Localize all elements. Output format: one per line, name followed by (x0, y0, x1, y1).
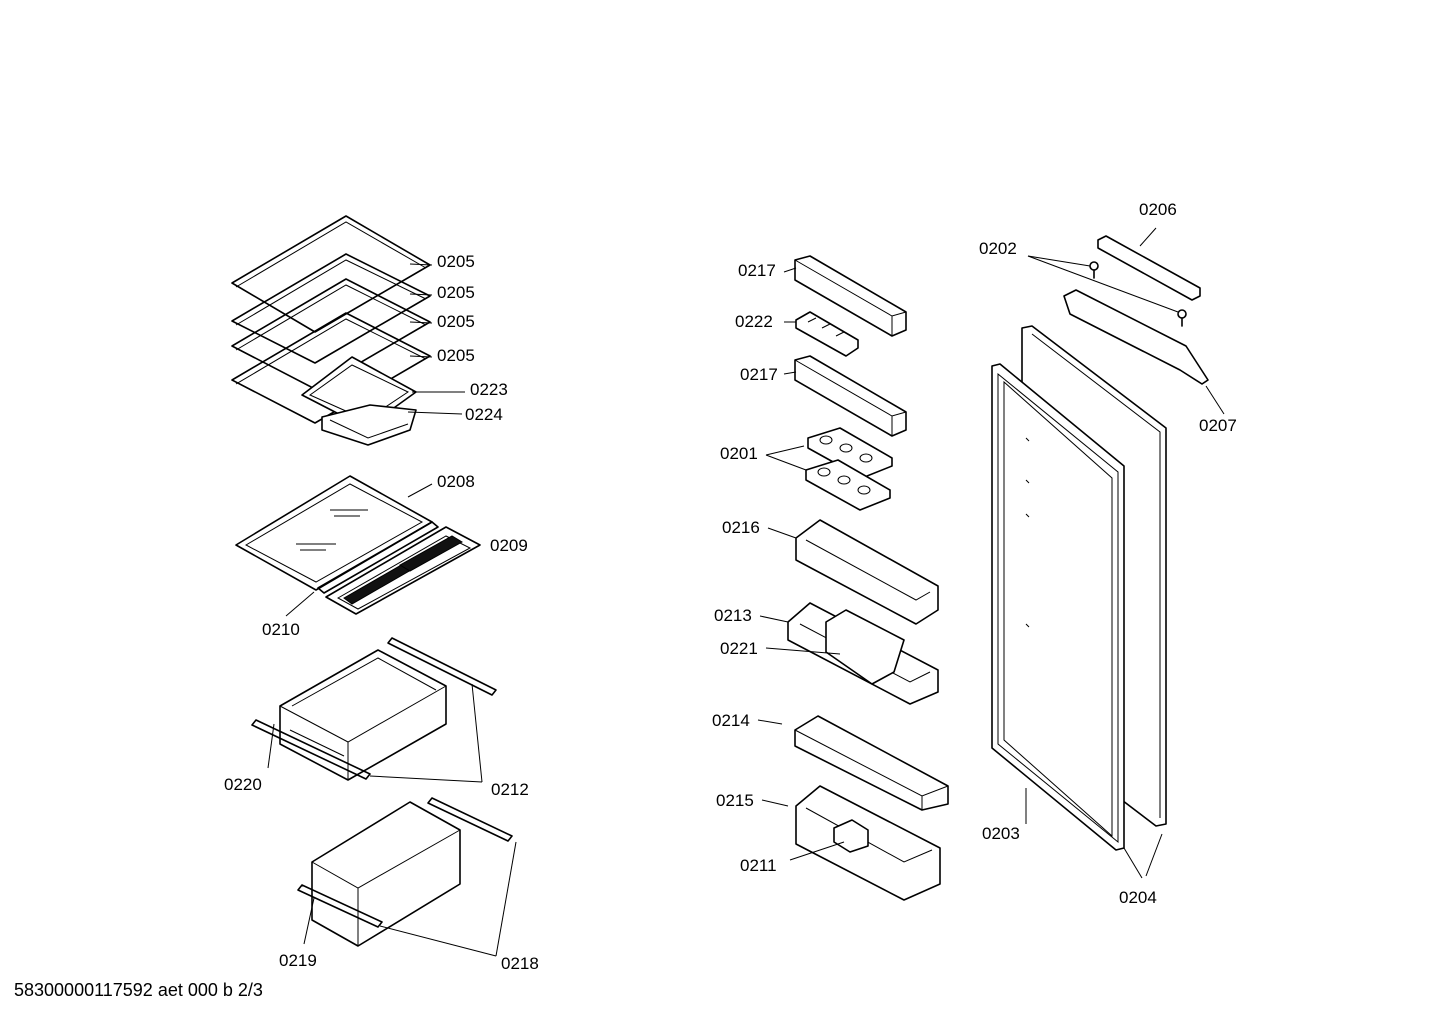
leader-lines (267, 227, 1225, 957)
part-label: 0215 (716, 791, 754, 810)
part-label: 0220 (224, 775, 262, 794)
part-label: 0205 (437, 283, 475, 302)
part-label: 0208 (437, 472, 475, 491)
part-label: 0202 (979, 239, 1017, 258)
part-label: 0209 (490, 536, 528, 555)
part-label: 0216 (722, 518, 760, 537)
hinge-marks (1025, 437, 1030, 628)
part-label: 0205 (437, 312, 475, 331)
small-tray-0224 (321, 404, 417, 446)
screws-0202 (1089, 261, 1187, 327)
part-label: 0224 (465, 405, 503, 424)
drawer-0212 (279, 649, 447, 781)
door-cover-0206 (1097, 235, 1201, 301)
part-labels: 0205 0205 0205 0205 0223 0224 0208 0209 … (224, 200, 1237, 973)
part-label: 0207 (1199, 416, 1237, 435)
bin-0216 (795, 519, 939, 625)
document-code: 58300000117592 aet 000 b 2/3 (14, 980, 263, 1000)
egg-trays-0201 (805, 427, 893, 511)
part-label: 0203 (982, 824, 1020, 843)
part-label: 0213 (714, 606, 752, 625)
part-label: 0217 (740, 365, 778, 384)
egg-holder-0222 (795, 311, 859, 357)
bin-0217-bottom (794, 355, 907, 437)
part-label: 0201 (720, 444, 758, 463)
part-label: 0211 (740, 856, 777, 875)
divider-0211 (833, 819, 869, 853)
part-label: 0205 (437, 252, 475, 271)
part-label: 0221 (720, 639, 758, 658)
bin-0214 (794, 715, 949, 811)
part-label: 0218 (501, 954, 539, 973)
wire-shelves (231, 215, 431, 424)
part-label: 0210 (262, 620, 300, 639)
vent-grille-0209 (325, 526, 481, 615)
part-label: 0219 (279, 951, 317, 970)
part-label: 0217 (738, 261, 776, 280)
drawer-rails-lower (297, 797, 513, 928)
front-strip-0210 (317, 521, 439, 594)
part-label: 0214 (712, 711, 750, 730)
bottle-holder-0221 (825, 609, 905, 685)
part-label: 0204 (1119, 888, 1157, 907)
part-label: 0222 (735, 312, 773, 331)
bin-0217-top (794, 255, 907, 337)
door-bracket-0207 (1063, 289, 1209, 385)
part-label: 0205 (437, 346, 475, 365)
part-label: 0212 (491, 780, 529, 799)
part-label: 0223 (470, 380, 508, 399)
part-label: 0206 (1139, 200, 1177, 219)
drawer-0219 (311, 801, 461, 947)
drawer-rails-upper (251, 637, 497, 780)
